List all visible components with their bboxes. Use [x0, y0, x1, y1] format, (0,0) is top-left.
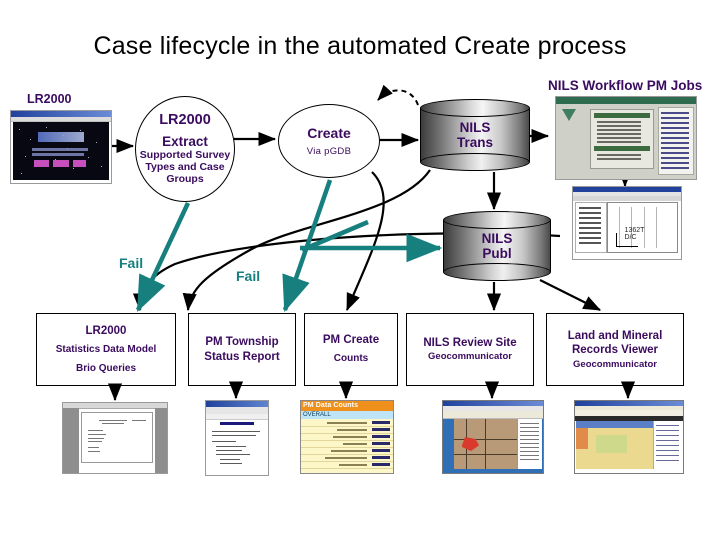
box-line1: PM Township: [205, 336, 279, 349]
cylinder-top: [420, 99, 530, 117]
fail-arrow-publ-feed-leg: [301, 219, 369, 253]
report-heading: [220, 422, 254, 425]
node-extract-line3: Supported Survey Types and Case Groups: [139, 149, 231, 185]
map1-canvas: [444, 419, 517, 469]
map2-region-green: [596, 435, 627, 454]
box-line2: Records Viewer: [571, 344, 659, 357]
cylinder-bottom: [420, 153, 530, 171]
map2-canvas: [576, 428, 653, 469]
cad-titlebar: [573, 187, 681, 192]
box-line1: Land and Mineral: [567, 329, 663, 342]
map1-menubar: [443, 406, 543, 411]
page-title: Case lifecycle in the automated Create p…: [93, 32, 627, 60]
cad-parcel-outline: [616, 233, 638, 248]
township-status-report-thumbnail[interactable]: [205, 400, 269, 476]
node-publ-line2: Publ: [482, 246, 512, 261]
box-pm-township-status-report[interactable]: PM Township Status Report: [188, 313, 296, 386]
box-line2: Status Report: [204, 350, 280, 363]
map2-side-pane: [653, 421, 682, 469]
arrow-publ-to-landmineral: [539, 279, 601, 311]
node-create-line1: Create: [307, 125, 351, 141]
node-publ-text: NILS Publ: [443, 211, 551, 281]
map2-titlebar: [575, 401, 683, 406]
doc-toolbar: [63, 403, 167, 409]
box-line1: NILS Review Site: [423, 337, 517, 350]
doc-right-pane: [155, 408, 167, 473]
arrow-create-to-pm-counts: [345, 171, 385, 312]
node-create-line2: Via pGDB: [306, 146, 352, 157]
map1-titlebar: [443, 401, 543, 406]
cad-toolbar: [573, 196, 681, 201]
cylinder-bottom: [443, 263, 551, 281]
node-trans-text: NILS Trans: [420, 99, 530, 171]
cad-canvas: 1362T D/C: [607, 202, 678, 253]
map1-toolbar: [443, 411, 543, 419]
counts-grid: [301, 419, 393, 473]
cylinder-top: [443, 211, 551, 229]
map1-highlight-region: [461, 437, 480, 451]
doc-page: [81, 412, 153, 463]
land-records-viewer-map-thumbnail[interactable]: [574, 400, 684, 474]
box-line2: Statistics Data Model: [55, 344, 157, 356]
box-line1: LR2000: [85, 324, 127, 337]
workflow-panel: [590, 109, 654, 169]
node-nils-publ[interactable]: NILS Publ: [443, 211, 551, 281]
map2-menubar: [575, 406, 683, 410]
box-nils-review-site[interactable]: NILS Review Site Geocommunicator: [406, 313, 534, 386]
lr2000-site-screen: [13, 122, 109, 180]
fail-arrow-extract: [135, 202, 191, 313]
map2-banner: [576, 421, 653, 428]
cad-layer-tree: [575, 202, 607, 253]
counts-subheader: OVERALL: [301, 411, 393, 419]
workflow-side-list: [658, 107, 694, 175]
statistics-report-thumbnail[interactable]: [62, 402, 168, 474]
node-nils-trans[interactable]: NILS Trans: [420, 99, 530, 171]
node-lr2000-extract[interactable]: LR2000 Extract Supported Survey Types an…: [135, 96, 235, 202]
cad-menubar: [573, 192, 681, 196]
map1-side-pane: [517, 419, 542, 469]
node-create[interactable]: Create Via pGDB: [278, 104, 380, 178]
box-subtitle: Geocommunicator: [573, 358, 657, 370]
doc-left-pane: [63, 408, 79, 473]
counts-header: PM Data Counts: [301, 401, 393, 411]
box-subtitle: Geocommunicator: [428, 351, 512, 363]
thumbnail-toolbar: [11, 117, 111, 122]
box-lr2000-statistics[interactable]: LR2000 Statistics Data Model Brio Querie…: [36, 313, 176, 386]
node-trans-line2: Trans: [456, 135, 494, 150]
node-extract-line1: LR2000: [159, 112, 211, 129]
lr2000-source-label: LR2000: [27, 92, 72, 106]
thumbnail-titlebar: [11, 111, 111, 117]
pm-data-counts-spreadsheet-thumbnail[interactable]: PM Data Counts OVERALL: [300, 400, 394, 474]
report-titlebar: [206, 401, 268, 407]
nils-cad-viewer-thumbnail[interactable]: 1362T D/C: [572, 186, 682, 260]
nils-review-site-map-thumbnail[interactable]: [442, 400, 544, 474]
fail-label-left: Fail: [119, 255, 144, 271]
workflow-titlebar: [556, 97, 696, 104]
fail-label-middle: Fail: [236, 268, 261, 284]
lr2000-website-thumbnail[interactable]: [10, 110, 112, 184]
nils-workflow-pm-jobs-label: NILS Workflow PM Jobs: [548, 78, 703, 93]
node-trans-line1: NILS: [459, 119, 491, 135]
node-extract-line2: Extract: [162, 134, 208, 150]
box-line1: PM Create: [322, 334, 380, 347]
map2-region-orange: [576, 428, 589, 450]
box-line2: Counts: [333, 353, 369, 365]
fail-arrow-create: [282, 179, 333, 313]
nils-logo-icon: [562, 109, 576, 121]
box-land-mineral-records-viewer[interactable]: Land and Mineral Records Viewer Geocommu…: [546, 313, 684, 386]
node-publ-line1: NILS: [481, 230, 513, 246]
arrow-trans-feedback-to-create: [377, 84, 419, 106]
box-line3: Brio Queries: [75, 362, 137, 374]
box-pm-create-counts[interactable]: PM Create Counts: [304, 313, 398, 386]
cad-parcel-label: 1362T D/C: [624, 226, 645, 242]
report-addressbar: [206, 414, 268, 420]
lr2000-logo: [37, 132, 85, 142]
map2-darkband: [575, 416, 683, 421]
nils-workflow-manager-thumbnail[interactable]: [555, 96, 697, 180]
arrow-trans-to-township: [182, 169, 431, 312]
